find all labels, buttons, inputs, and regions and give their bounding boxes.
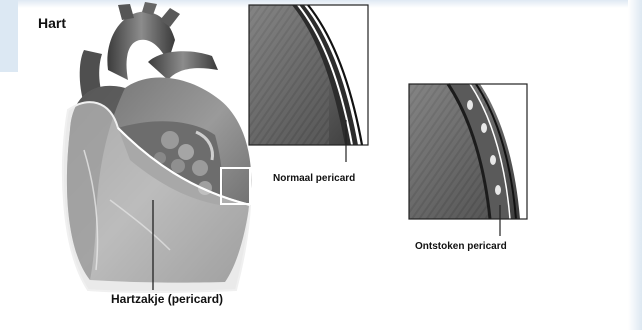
pericardium-sac-label: Hartzakje (pericard) — [111, 292, 223, 306]
normal-pericardium-zoom — [249, 5, 368, 162]
pulmonary-artery — [148, 51, 218, 80]
inflamed-pericardium-label: Ontstoken pericard — [415, 241, 507, 252]
diagram-title: Hart — [38, 15, 66, 31]
inflamed-pericardium-zoom — [409, 84, 527, 236]
normal-pericardium-label: Normaal pericard — [273, 173, 355, 184]
